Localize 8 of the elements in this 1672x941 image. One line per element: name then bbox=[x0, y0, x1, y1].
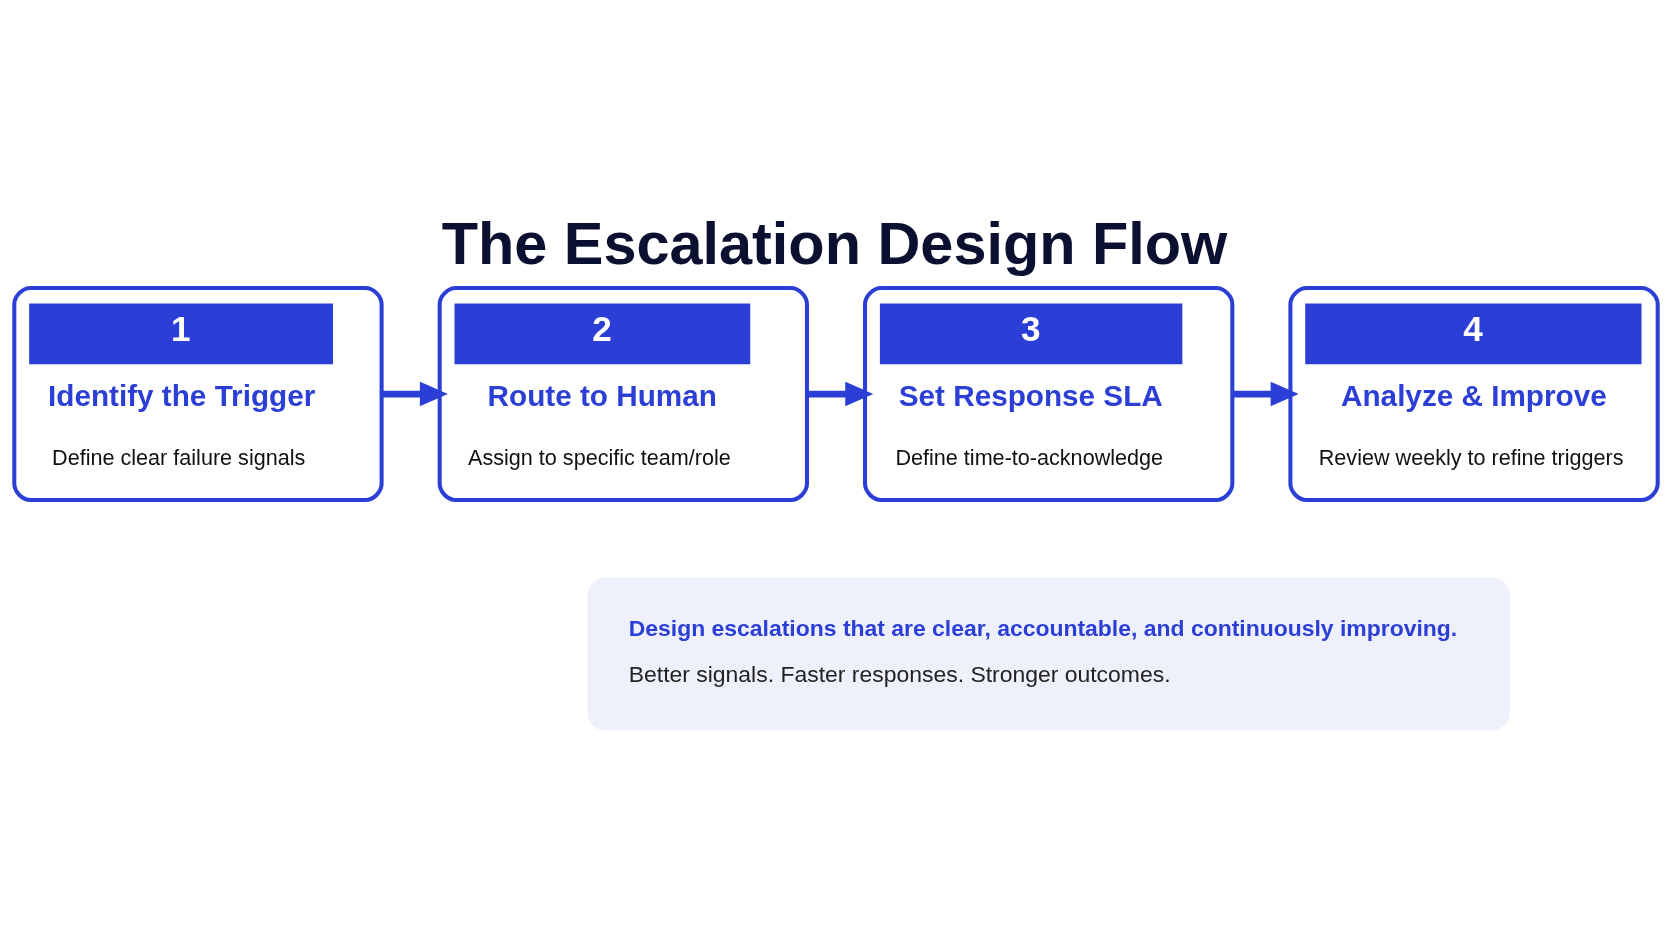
node-box: 4 Analyze & Improve Review weekly to refine triggers bbox=[1288, 285, 1660, 502]
node-box: 2 Route to Human Assign to specific team/role bbox=[437, 285, 809, 502]
node-box: 3 Set Response SLA Define time-to-acknowledge bbox=[863, 285, 1235, 502]
arrow bbox=[807, 381, 874, 406]
diagram-title: The Escalation Design Flow bbox=[441, 209, 1228, 277]
arrow bbox=[381, 381, 448, 406]
arrow bbox=[1232, 381, 1299, 406]
node-box: 1 Identify the Trigger Define clear failure signals bbox=[12, 285, 384, 502]
